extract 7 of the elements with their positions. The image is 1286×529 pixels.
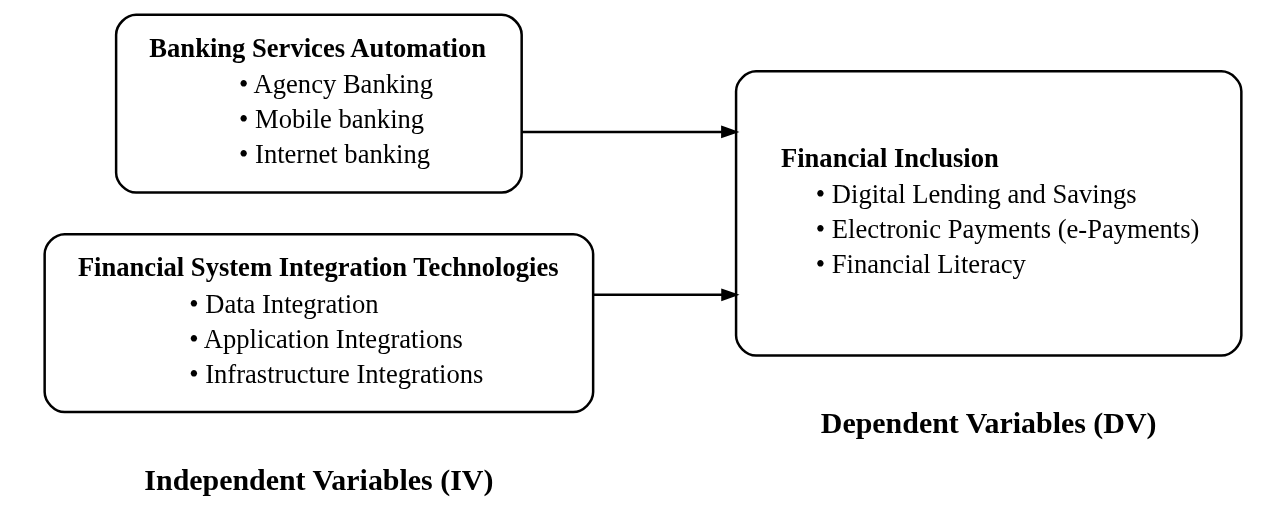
arrow	[593, 288, 740, 302]
node-box: Banking Services Automation • Agency Banking • Mobile banking • Internet banking	[114, 13, 523, 194]
node-box: Financial Inclusion • Digital Lending and Savings • Electronic Payments (e-Payments) • Financial Literacy	[734, 70, 1243, 357]
arrow	[521, 125, 740, 139]
label: Independent Variables (IV)	[144, 462, 494, 496]
node-box: Financial System Integration Technologies • Data Integration • Application Integrations • Infrastructure Integrations	[43, 232, 595, 414]
label: Dependent Variables (DV)	[820, 406, 1157, 440]
